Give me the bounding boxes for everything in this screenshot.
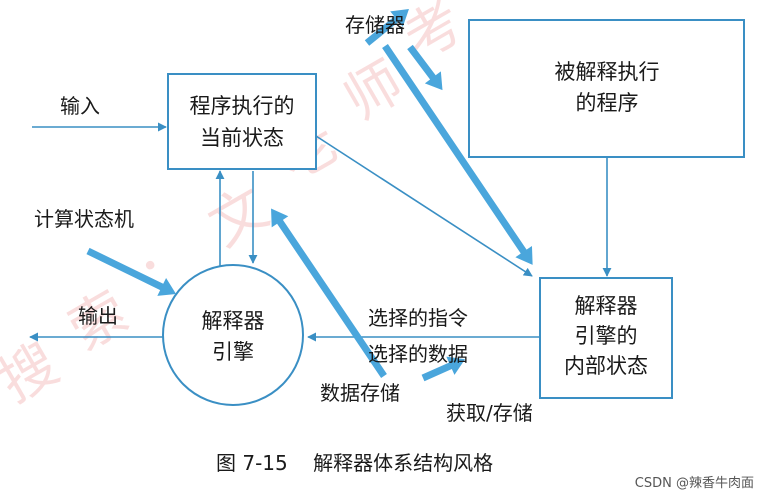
selected-instruction-label: 选择的指令 — [368, 306, 468, 330]
engine-internal-state-label: 解释器 — [575, 294, 638, 318]
interpreted-program-label: 的程序 — [576, 91, 639, 115]
data-store-to-internal-thick-arrow — [421, 356, 466, 382]
engine-internal-state-label: 引擎的 — [575, 324, 638, 348]
csdn-watermark: CSDN @辣香牛肉面 — [635, 476, 754, 491]
state-machine-to-engine-thick-arrow — [86, 247, 177, 296]
data-storage-label: 数据存储 — [320, 381, 400, 405]
storage-to-program-thick-arrow — [407, 44, 443, 91]
selected-data-label: 选择的数据 — [368, 342, 468, 366]
input-label: 输入 — [60, 94, 100, 118]
storage-to-state-thick-arrow — [364, 9, 409, 46]
watermark-char: 师 — [333, 49, 414, 133]
engine-internal-state-label: 内部状态 — [564, 354, 648, 378]
data-store-to-state-thick-arrow — [271, 208, 387, 378]
state-machine-label: 计算状态机 — [34, 207, 134, 231]
watermark-char: 文 — [198, 175, 279, 259]
storage-to-internal-thick-arrow — [382, 44, 533, 265]
program-state-box — [167, 73, 317, 170]
watermark-char: 搜 — [0, 331, 69, 415]
state-to-internal-arrow — [315, 135, 533, 277]
thick-arrows — [86, 9, 533, 382]
figure-caption: 图 7-15 解释器体系结构风格 — [216, 451, 493, 475]
engine-circle — [162, 264, 304, 406]
program-state-label: 当前状态 — [200, 126, 284, 150]
program-state-label: 程序执行的 — [190, 94, 295, 118]
engine-internal-state-box — [539, 277, 673, 399]
engine-label: 引擎 — [212, 340, 254, 364]
interpreted-program-box — [468, 19, 745, 158]
engine-label: 解释器 — [202, 309, 265, 333]
output-label: 输出 — [78, 304, 118, 328]
interpreted-program-label: 被解释执行 — [555, 60, 660, 84]
storage-label: 存储器 — [345, 13, 405, 37]
fetch-store-label: 获取/存储 — [446, 401, 533, 425]
